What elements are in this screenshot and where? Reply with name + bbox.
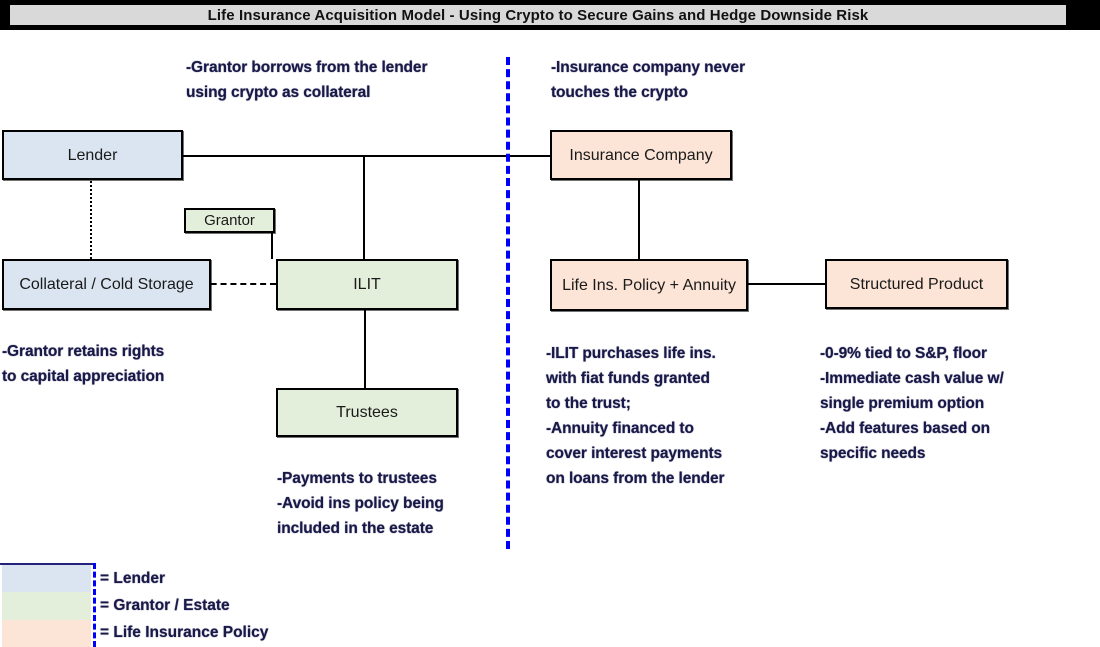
legend-dashed-border xyxy=(93,563,96,647)
note-grantor-borrows: -Grantor borrows from the lender using c… xyxy=(186,59,428,101)
box-grantor: Grantor xyxy=(184,208,275,233)
legend-label-life-insurance-policy: = Life Insurance Policy xyxy=(100,624,269,642)
note-structured-product-features: -0-9% tied to S&P, floor -Immediate cash… xyxy=(820,345,1004,462)
box-insurance-company: Insurance Company xyxy=(550,130,732,180)
connector-policy-to-structured xyxy=(730,283,825,285)
note-payments-to-trustees: -Payments to trustees -Avoid ins policy … xyxy=(277,470,444,537)
box-ilit: ILIT xyxy=(276,259,458,310)
connector-lender-to-insurance xyxy=(181,155,550,157)
box-collateral-cold-storage: Collateral / Cold Storage xyxy=(2,259,211,310)
legend-item-lender: = Lender xyxy=(2,565,422,593)
box-life-policy-annuity: Life Ins. Policy + Annuity xyxy=(550,259,748,311)
legend-swatch-grantor-estate xyxy=(2,592,91,620)
legend-item-grantor-estate: = Grantor / Estate xyxy=(2,592,422,620)
connector-drop-to-ilit xyxy=(363,155,365,259)
box-trustees: Trustees xyxy=(276,388,458,437)
legend-top-border xyxy=(0,563,96,565)
connector-lender-to-collateral-dotted xyxy=(90,178,92,259)
legend-swatch-lender xyxy=(2,565,91,593)
note-grantor-retains-rights: -Grantor retains rights to capital appre… xyxy=(2,343,165,385)
box-structured-product: Structured Product xyxy=(825,259,1008,309)
legend: = Lender = Grantor / Estate = Life Insur… xyxy=(2,565,422,647)
legend-item-life-insurance-policy: = Life Insurance Policy xyxy=(2,619,422,647)
box-lender: Lender xyxy=(2,130,183,180)
legend-label-grantor-estate: = Grantor / Estate xyxy=(100,596,230,614)
connector-collateral-to-ilit-dashed xyxy=(181,283,276,285)
diagram-title: Life Insurance Acquisition Model - Using… xyxy=(8,3,1068,27)
section-divider-dashed-line xyxy=(506,57,510,549)
connector-insurance-to-policy xyxy=(638,178,640,259)
note-ilit-purchases: -ILIT purchases life ins. with fiat fund… xyxy=(546,345,725,487)
legend-label-lender: = Lender xyxy=(100,569,166,587)
connector-ilit-to-trustees xyxy=(364,308,366,388)
legend-swatch-life-insurance-policy xyxy=(2,619,91,647)
note-insurance-never-touches: -Insurance company never touches the cry… xyxy=(551,59,746,101)
connector-grantor-to-ilit xyxy=(271,231,273,259)
